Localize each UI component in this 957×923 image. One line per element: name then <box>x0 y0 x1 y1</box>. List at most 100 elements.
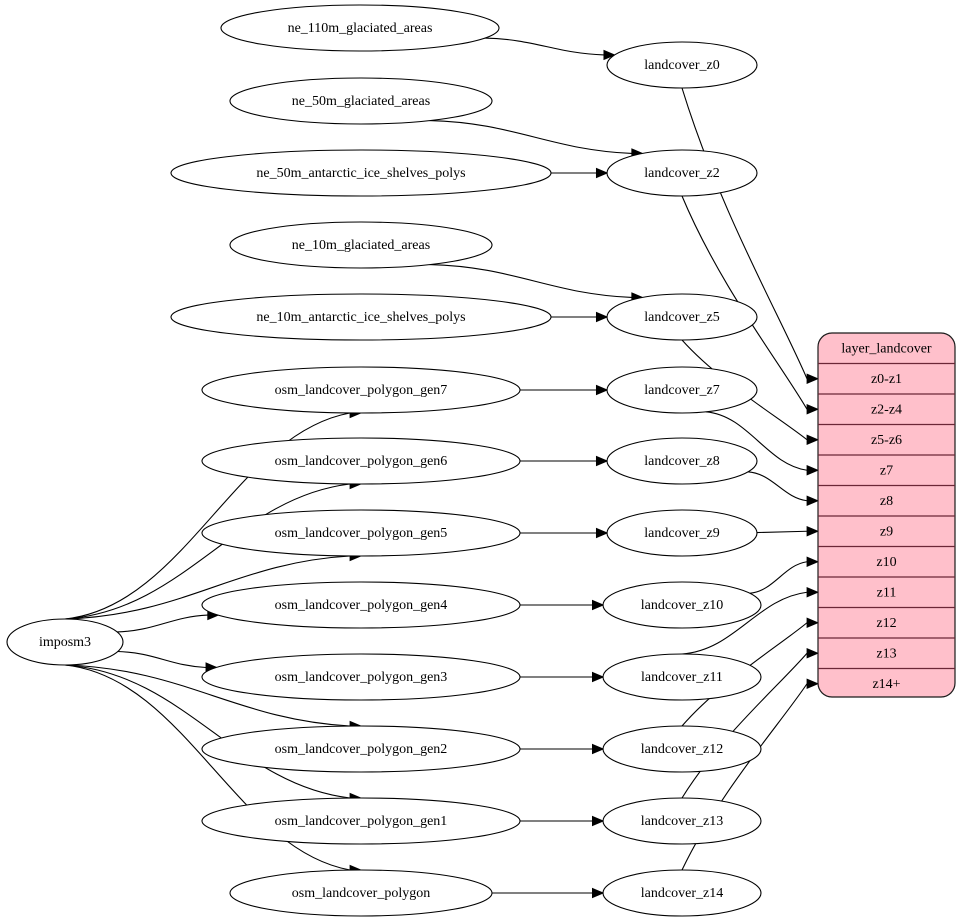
record-row-row_z5_z6[interactable]: z5-z6 <box>871 433 902 448</box>
edge-imposm3-to-osm_landcover_polygon_gen2 <box>64 664 351 727</box>
node-label-osm_landcover_polygon_gen4: osm_landcover_polygon_gen4 <box>275 598 448 613</box>
node-landcover_z2[interactable]: landcover_z2 <box>606 149 758 197</box>
edge-ne_10m_glaciated_areas-to-landcover_z5 <box>429 264 632 298</box>
edge-arrowhead <box>806 495 820 506</box>
edge-ne_110m_glaciated_areas-to-landcover_z0 <box>484 37 604 56</box>
edge-arrowhead <box>595 311 609 323</box>
record-row-row_z13[interactable]: z13 <box>876 646 896 661</box>
edge-arrowhead <box>591 887 605 899</box>
edge-imposm3-to-osm_landcover_polygon_gen3 <box>117 650 206 669</box>
node-shape-ne_110m_glaciated_areas <box>220 4 500 52</box>
node-ne_50m_glaciated_areas[interactable]: ne_50m_glaciated_areas <box>229 77 493 125</box>
node-landcover_z0[interactable]: landcover_z0 <box>606 41 758 89</box>
node-shape-osm_landcover_polygon_gen6 <box>201 437 521 485</box>
node-shape-osm_landcover_polygon_gen2 <box>201 725 521 773</box>
node-ne_10m_glaciated_areas[interactable]: ne_10m_glaciated_areas <box>229 221 493 269</box>
node-osm_landcover_polygon_gen6[interactable]: osm_landcover_polygon_gen6 <box>201 437 521 485</box>
node-osm_landcover_polygon_gen5[interactable]: osm_landcover_polygon_gen5 <box>201 509 521 557</box>
node-shape-landcover_z8 <box>606 437 758 485</box>
edge-landcover_z11-to-row_z11 <box>681 591 808 655</box>
edge-arrowhead <box>591 671 605 683</box>
edge-arrowhead <box>806 434 820 445</box>
edge-arrowhead <box>806 648 820 659</box>
node-label-ne_10m_glaciated_areas: ne_10m_glaciated_areas <box>292 238 430 253</box>
record-row-row_z8[interactable]: z8 <box>880 494 893 509</box>
node-label-landcover_z7: landcover_z7 <box>644 383 719 398</box>
edge-arrowhead <box>806 587 820 598</box>
edge-arrowhead <box>595 167 609 179</box>
node-ne_10m_antarctic_ice_shelves_polys[interactable]: ne_10m_antarctic_ice_shelves_polys <box>170 293 552 341</box>
node-label-imposm3: imposm3 <box>39 635 91 650</box>
node-label-landcover_z14: landcover_z14 <box>641 886 723 901</box>
node-label-ne_50m_antarctic_ice_shelves_polys: ne_50m_antarctic_ice_shelves_polys <box>256 166 465 181</box>
node-shape-ne_50m_antarctic_ice_shelves_polys <box>170 149 552 197</box>
edge-landcover_z13-to-row_z13 <box>681 652 808 799</box>
node-landcover_z9[interactable]: landcover_z9 <box>606 509 758 557</box>
node-landcover_z8[interactable]: landcover_z8 <box>606 437 758 485</box>
node-landcover_z13[interactable]: landcover_z13 <box>602 797 762 845</box>
node-shape-landcover_z0 <box>606 41 758 89</box>
node-landcover_z14[interactable]: landcover_z14 <box>602 869 762 917</box>
edge-landcover_z8-to-row_z8 <box>747 471 808 502</box>
node-shape-osm_landcover_polygon_gen1 <box>201 797 521 845</box>
node-label-osm_landcover_polygon_gen2: osm_landcover_polygon_gen2 <box>275 742 448 757</box>
edge-landcover_z10-to-row_z10 <box>749 561 808 594</box>
edge-arrowhead <box>806 373 820 384</box>
node-landcover_z10[interactable]: landcover_z10 <box>602 581 762 629</box>
node-imposm3[interactable]: imposm3 <box>6 618 124 666</box>
edge-imposm3-to-osm_landcover_polygon_gen7 <box>64 412 351 620</box>
edge-arrowhead <box>591 815 605 827</box>
record-row-row_z11[interactable]: z11 <box>877 585 897 600</box>
node-osm_landcover_polygon_gen7[interactable]: osm_landcover_polygon_gen7 <box>201 366 521 414</box>
edge-arrowhead <box>591 599 605 611</box>
edge-imposm3-to-osm_landcover_polygon_gen1 <box>64 664 351 799</box>
edge-arrowhead <box>806 678 820 689</box>
node-label-ne_50m_glaciated_areas: ne_50m_glaciated_areas <box>292 94 430 109</box>
node-label-landcover_z12: landcover_z12 <box>641 742 723 757</box>
node-label-osm_landcover_polygon: osm_landcover_polygon <box>292 886 430 901</box>
node-osm_landcover_polygon_gen3[interactable]: osm_landcover_polygon_gen3 <box>201 653 521 701</box>
node-shape-imposm3 <box>6 618 124 666</box>
node-landcover_z5[interactable]: landcover_z5 <box>606 293 758 341</box>
record-row-row_z12[interactable]: z12 <box>876 616 896 631</box>
node-osm_landcover_polygon_gen4[interactable]: osm_landcover_polygon_gen4 <box>201 581 521 629</box>
node-label-osm_landcover_polygon_gen5: osm_landcover_polygon_gen5 <box>275 526 448 541</box>
node-shape-landcover_z14 <box>602 869 762 917</box>
node-shape-ne_10m_glaciated_areas <box>229 221 493 269</box>
node-landcover_z7[interactable]: landcover_z7 <box>606 366 758 414</box>
edge-arrowhead <box>595 384 609 396</box>
record-row-row_z7[interactable]: z7 <box>880 463 893 478</box>
node-label-landcover_z10: landcover_z10 <box>641 598 723 613</box>
node-osm_landcover_polygon[interactable]: osm_landcover_polygon <box>229 869 493 917</box>
node-label-landcover_z9: landcover_z9 <box>644 526 719 541</box>
record-row-row_z0_z1[interactable]: z0-z1 <box>871 372 902 387</box>
node-shape-osm_landcover_polygon_gen4 <box>201 581 521 629</box>
node-osm_landcover_polygon_gen1[interactable]: osm_landcover_polygon_gen1 <box>201 797 521 845</box>
edge-imposm3-to-osm_landcover_polygon_gen6 <box>64 483 351 620</box>
node-shape-landcover_z13 <box>602 797 762 845</box>
record-row-row_z14_plus[interactable]: z14+ <box>872 677 900 692</box>
record-row-row_z9[interactable]: z9 <box>880 524 893 539</box>
node-label-osm_landcover_polygon_gen7: osm_landcover_polygon_gen7 <box>275 383 448 398</box>
node-shape-ne_50m_glaciated_areas <box>229 77 493 125</box>
edge-ne_50m_glaciated_areas-to-landcover_z2 <box>429 120 632 154</box>
edge-arrowhead <box>591 743 605 755</box>
edge-arrowhead <box>806 526 820 537</box>
edge-imposm3-to-osm_landcover_polygon_gen5 <box>64 555 351 620</box>
record-row-row_z2_z4[interactable]: z2-z4 <box>871 402 902 417</box>
node-label-osm_landcover_polygon_gen1: osm_landcover_polygon_gen1 <box>275 814 448 829</box>
node-shape-osm_landcover_polygon_gen7 <box>201 366 521 414</box>
edge-landcover_z7-to-row_z7 <box>705 411 808 471</box>
node-label-ne_110m_glaciated_areas: ne_110m_glaciated_areas <box>288 21 433 36</box>
node-ne_110m_glaciated_areas[interactable]: ne_110m_glaciated_areas <box>220 4 500 52</box>
edge-landcover_z9-to-row_z9 <box>756 530 808 534</box>
record-row-row_z10[interactable]: z10 <box>876 555 896 570</box>
node-shape-osm_landcover_polygon_gen5 <box>201 509 521 557</box>
node-landcover_z11[interactable]: landcover_z11 <box>602 653 762 701</box>
node-osm_landcover_polygon_gen2[interactable]: osm_landcover_polygon_gen2 <box>201 725 521 773</box>
node-landcover_z12[interactable]: landcover_z12 <box>602 725 762 773</box>
nodes-layer: imposm3 ne_110m_glaciated_areas ne_50m_gla… <box>6 4 762 917</box>
node-ne_50m_antarctic_ice_shelves_polys[interactable]: ne_50m_antarctic_ice_shelves_polys <box>170 149 552 197</box>
